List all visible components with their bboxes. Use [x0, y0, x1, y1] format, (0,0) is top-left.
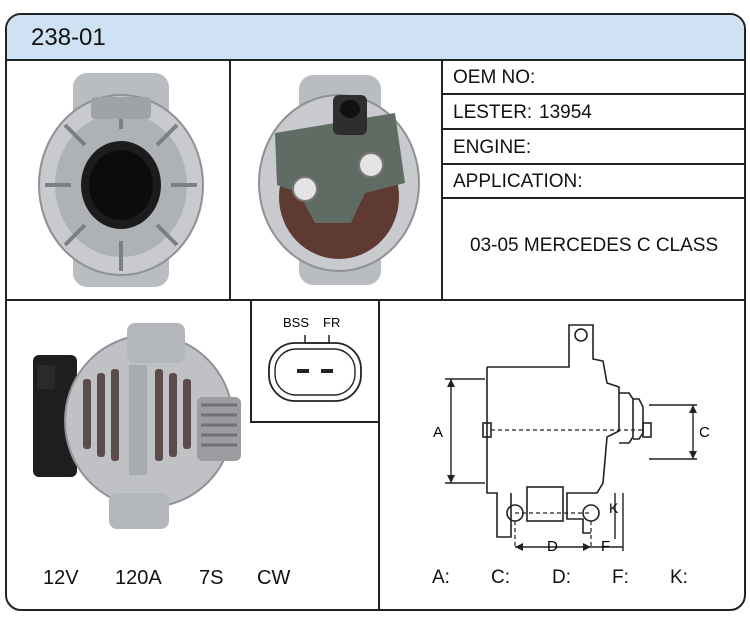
dimension-c: C:: [491, 567, 510, 588]
oem-label: OEM NO:: [453, 67, 536, 88]
diagram-label-a: A: [433, 424, 443, 441]
spec-rotation: CW: [257, 567, 291, 589]
dimension-diagram: A C D F K: [433, 324, 710, 555]
diagram-label-c: C: [699, 424, 710, 441]
info-row-divider-1: [441, 93, 744, 95]
dimension-a: A:: [432, 567, 450, 588]
connector-box-bottom: [250, 421, 380, 423]
lester-value: 13954: [539, 102, 592, 123]
application-label: APPLICATION:: [453, 171, 583, 192]
connector-diagram: BSS FR: [268, 315, 362, 402]
divider-vertical-top-1: [229, 59, 231, 299]
connector-box-left: [250, 299, 252, 423]
application-value: 03-05 MERCEDES C CLASS: [470, 235, 719, 256]
engine-label: ENGINE:: [453, 137, 532, 158]
spec-pulley: 7S: [199, 567, 224, 589]
info-row-divider-3: [441, 163, 744, 165]
alternator-front-view-image: [38, 73, 204, 287]
spec-amperage: 120A: [115, 567, 162, 589]
connector-pin-fr: FR: [323, 315, 340, 330]
lester-label: LESTER:: [453, 102, 533, 123]
divider-vertical-top-2: [441, 59, 443, 299]
divider-horizontal-main: [7, 299, 744, 301]
diagram-label-f: F: [601, 538, 610, 555]
dimension-d: D:: [552, 567, 571, 588]
dimension-f: F:: [612, 567, 629, 588]
info-row-divider-2: [441, 128, 744, 130]
divider-vertical-bottom: [378, 299, 380, 609]
diagram-label-d: D: [547, 538, 558, 555]
info-row-divider-4: [441, 197, 744, 199]
header-bar: 238-01: [7, 15, 744, 61]
alternator-side-view-image: [33, 323, 241, 529]
spec-voltage: 12V: [43, 567, 79, 589]
connector-pin-bss: BSS: [283, 315, 309, 330]
alternator-rear-view-image: [258, 75, 420, 285]
diagram-label-k: K: [609, 500, 619, 516]
product-card: 238-01 OEM NO: LESTER: 13954 ENGINE: APP…: [5, 13, 746, 611]
dimension-k: K:: [670, 567, 688, 588]
part-number: 238-01: [31, 24, 106, 51]
